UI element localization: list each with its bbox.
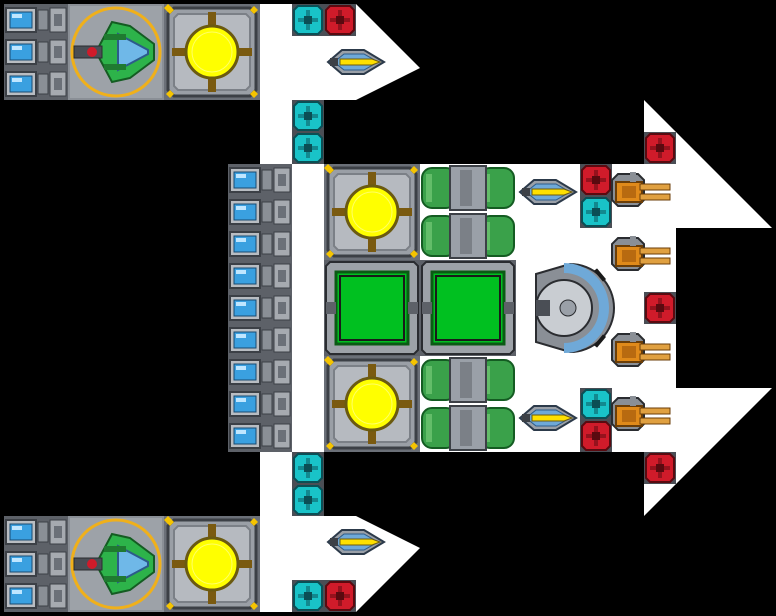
weapon-node-icon[interactable]: [323, 579, 357, 613]
fuel-tank-icon[interactable]: [421, 357, 515, 403]
cargo-hold-right[interactable]: [418, 258, 518, 358]
cargo-hold-left[interactable]: [322, 258, 422, 358]
shield-node-icon[interactable]: [291, 483, 325, 517]
reactor-main-top[interactable]: [322, 162, 422, 262]
shield-node-icon[interactable]: [291, 131, 325, 165]
shield-node-icon[interactable]: [579, 387, 613, 421]
engine-icon: [3, 35, 69, 69]
fuel-tank-icon[interactable]: [421, 405, 515, 451]
weapon-node-icon[interactable]: [643, 291, 677, 325]
reactor-top[interactable]: [162, 2, 262, 102]
engine-icon: [227, 355, 293, 389]
thruster-bank-main: [227, 163, 293, 453]
fuel-tank-icon[interactable]: [421, 165, 515, 211]
cockpit-bottom[interactable]: [66, 514, 166, 614]
shield-node-icon[interactable]: [291, 3, 325, 37]
engine-icon: [3, 67, 69, 101]
weapon-node-icon[interactable]: [579, 419, 613, 453]
fuel-tank-icon[interactable]: [421, 213, 515, 259]
reactor-bottom[interactable]: [162, 514, 262, 614]
engine-icon: [227, 323, 293, 357]
engine-icon: [227, 163, 293, 197]
shield-node-icon[interactable]: [579, 195, 613, 229]
reactor-main-bottom[interactable]: [322, 354, 422, 454]
shield-node-icon[interactable]: [291, 99, 325, 133]
shield-node-icon[interactable]: [291, 451, 325, 485]
thruster-bank-bottom: [3, 515, 69, 613]
engine-icon: [3, 547, 69, 581]
shield-dome[interactable]: [516, 260, 614, 356]
cockpit-top[interactable]: [66, 2, 166, 102]
engine-icon: [227, 259, 293, 293]
thruster-bank-top: [3, 3, 69, 101]
engine-icon: [3, 515, 69, 549]
engine-icon: [227, 419, 293, 453]
shield-node-icon[interactable]: [291, 579, 325, 613]
engine-icon: [3, 3, 69, 37]
weapon-node-icon[interactable]: [323, 3, 357, 37]
weapon-node-icon[interactable]: [643, 131, 677, 165]
engine-icon: [3, 579, 69, 613]
engine-icon: [227, 195, 293, 229]
engine-icon: [227, 291, 293, 325]
engine-icon: [227, 227, 293, 261]
weapon-node-icon[interactable]: [643, 451, 677, 485]
engine-icon: [227, 387, 293, 421]
weapon-node-icon[interactable]: [579, 163, 613, 197]
